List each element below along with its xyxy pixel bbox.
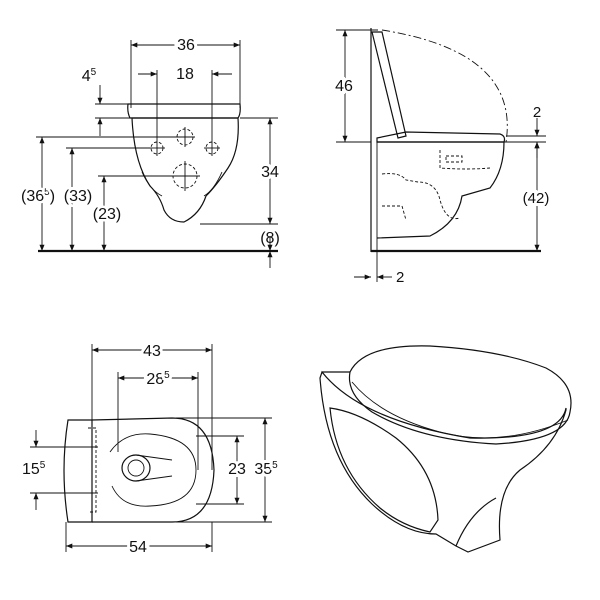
iso-foot [455, 497, 497, 547]
side-extension-lines [336, 29, 546, 282]
top-bowl-inner [109, 433, 197, 507]
front-height-left-outer-label: (365) [21, 187, 55, 205]
front-offset-top-label: 45 [82, 67, 97, 85]
top-length-bowl-label: 43 [143, 343, 161, 360]
front-fixing-holes [149, 127, 220, 191]
top-wall-plate [63, 419, 93, 523]
side-seat-gap-label: 2 [533, 104, 541, 121]
front-height-left-inner-label: (23) [93, 206, 121, 223]
iso-seat-edge [351, 381, 569, 439]
side-height-body-label: (42) [523, 190, 550, 207]
top-hidden-bracket [88, 427, 97, 513]
front-width-total-label: 36 [177, 37, 195, 54]
top-width-total-label: 355 [254, 460, 278, 478]
top-width-inner-label: 23 [228, 461, 246, 478]
side-view: 46 2 (42) 2 [332, 28, 552, 286]
top-width-left-label: 155 [22, 460, 46, 478]
side-seat-raised [371, 31, 407, 139]
side-seat-lid [376, 131, 506, 143]
front-bowl-rim-left [141, 171, 163, 197]
top-outlet-inner [127, 459, 145, 477]
front-bowl-rim-right [203, 171, 223, 197]
side-hidden-trap [381, 173, 461, 220]
top-outlet-outer [121, 454, 151, 482]
top-dimension-lines [33, 347, 268, 549]
top-view: 43 285 54 155 23 355 [20, 340, 282, 559]
front-height-left-mid-label: (33) [64, 188, 92, 205]
top-width-outlet-label: 285 [146, 370, 170, 388]
toilet-3d-icon [319, 345, 572, 553]
side-height-seat-label: 46 [335, 78, 353, 95]
side-swing-arc [381, 29, 508, 143]
front-seat-lid [127, 103, 241, 119]
side-dimension-lines [342, 29, 540, 280]
front-height-right-label: 34 [261, 164, 279, 181]
side-bowl-body [376, 141, 505, 239]
top-bowl-outline [91, 417, 215, 523]
iso-body [319, 370, 567, 553]
front-height-below-label: (8) [260, 230, 280, 247]
iso-side-panel [329, 407, 439, 533]
front-view: 36 18 45 34 (8) (365) (33) (23) [19, 34, 282, 268]
side-hidden-base [382, 205, 407, 221]
front-width-inner-label: 18 [176, 66, 194, 83]
top-extension-lines [30, 344, 272, 552]
iso-seat-lid [348, 345, 572, 445]
front-dimension-lines [39, 42, 273, 268]
side-wall-gap-label: 2 [396, 269, 404, 286]
side-hidden-outlet [445, 155, 463, 163]
front-extension-lines [36, 40, 278, 225]
top-length-total-label: 54 [129, 539, 147, 556]
side-hidden-bowl [439, 150, 491, 170]
